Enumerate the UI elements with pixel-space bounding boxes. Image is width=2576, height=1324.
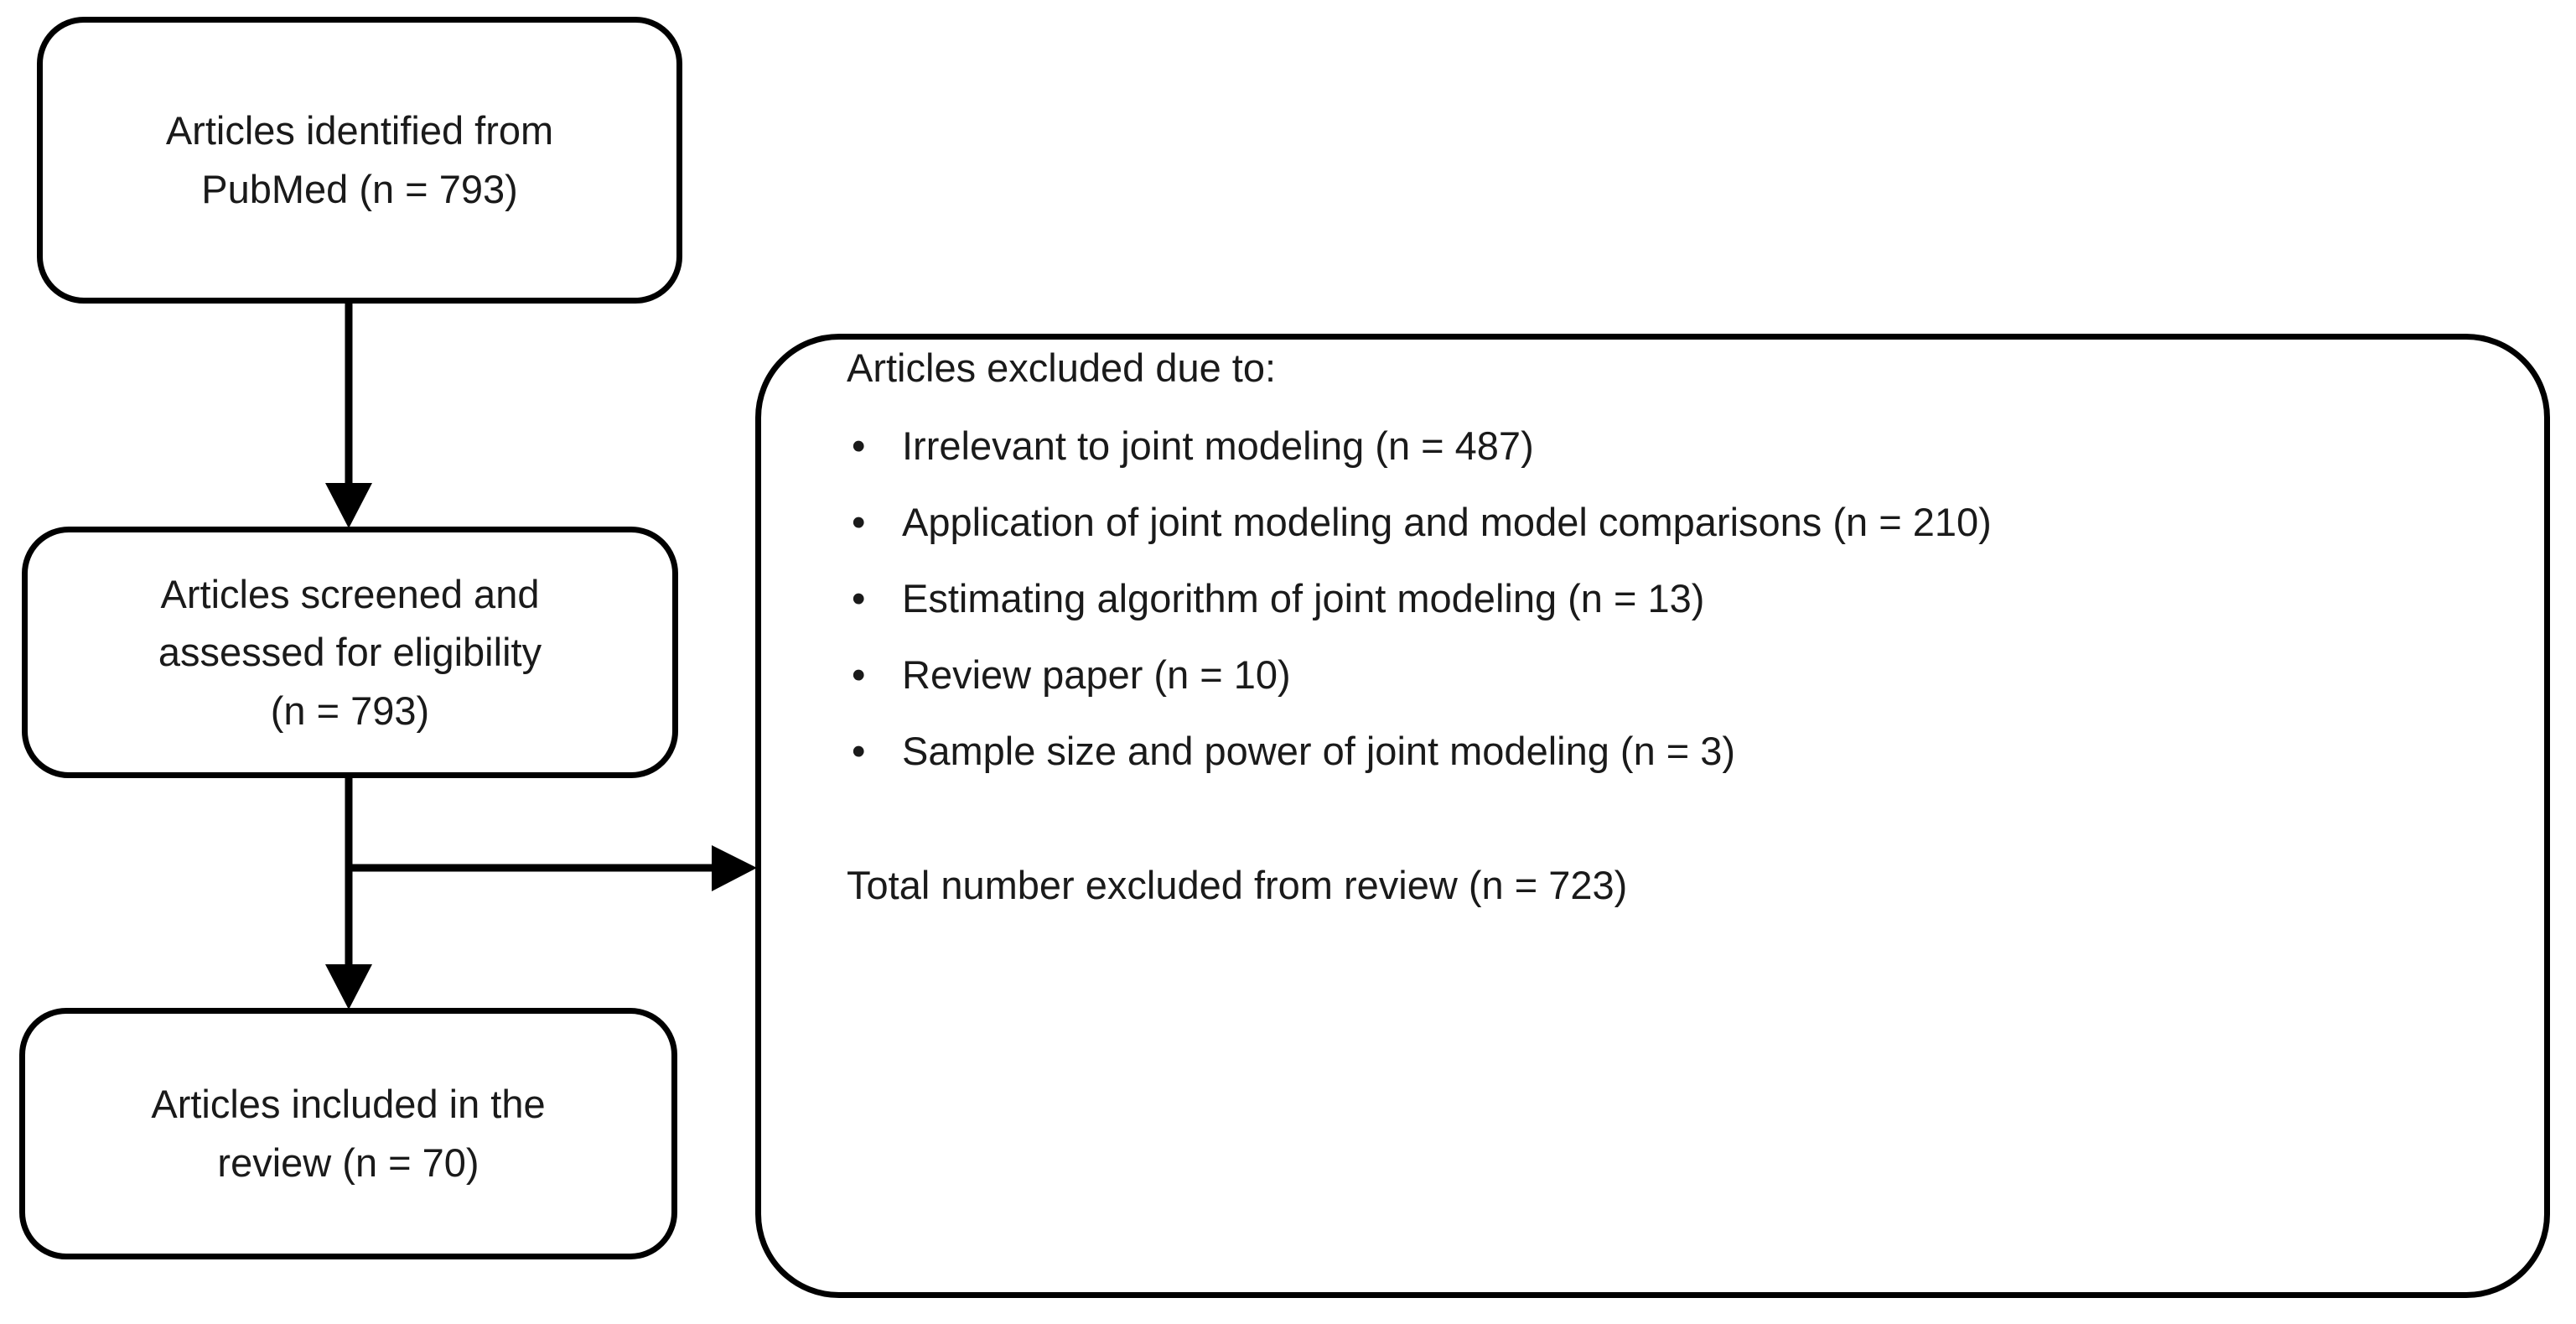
box-included-line-2: review (n = 70) [217, 1140, 479, 1185]
box-identified-line-2: PubMed (n = 793) [201, 167, 518, 211]
box-screened-line-2: assessed for eligibility [158, 630, 542, 675]
box-included-line-1: Articles included in the [151, 1082, 546, 1127]
bullet-icon: • [852, 729, 866, 773]
bullet-icon: • [852, 576, 866, 620]
box-articles-excluded: Articles excluded due to: • Irrelevant t… [755, 334, 2550, 1298]
excluded-heading: Articles excluded due to: [847, 345, 1277, 390]
list-item: • Sample size and power of joint modelin… [847, 731, 2511, 771]
list-item: • Irrelevant to joint modeling (n = 487) [847, 426, 2511, 465]
connector-identified-to-screened [325, 304, 372, 528]
excluded-total-label: Total number excluded from review (n = 7… [847, 863, 1628, 907]
bullet-icon: • [852, 652, 866, 697]
box-articles-screened: Articles screened and assessed for eligi… [22, 527, 678, 778]
bullet-icon: • [852, 500, 866, 544]
box-articles-included: Articles included in the review (n = 70) [19, 1008, 677, 1259]
box-identified-line-1: Articles identified from [165, 108, 554, 153]
excluded-reason-list: • Irrelevant to joint modeling (n = 487)… [847, 426, 2511, 771]
list-item: • Application of joint modeling and mode… [847, 502, 2511, 542]
box-screened-line-3: (n = 793) [270, 688, 430, 733]
list-item: • Review paper (n = 10) [847, 655, 2511, 694]
excluded-reason-label: Sample size and power of joint modeling … [902, 729, 1736, 773]
connector-screened-to-excluded [347, 845, 757, 891]
connector-screened-to-included [325, 778, 372, 1010]
excluded-reason-label: Estimating algorithm of joint modeling (… [902, 576, 1705, 620]
excluded-content: Articles excluded due to: • Irrelevant t… [847, 348, 2511, 905]
excluded-reason-label: Application of joint modeling and model … [902, 500, 1992, 544]
box-articles-identified: Articles identified from PubMed (n = 793… [37, 17, 682, 304]
bullet-icon: • [852, 423, 866, 468]
box-screened-line-1: Articles screened and [160, 571, 540, 616]
excluded-reason-label: Review paper (n = 10) [902, 652, 1291, 697]
list-item: • Estimating algorithm of joint modeling… [847, 579, 2511, 618]
excluded-reason-label: Irrelevant to joint modeling (n = 487) [902, 423, 1534, 468]
